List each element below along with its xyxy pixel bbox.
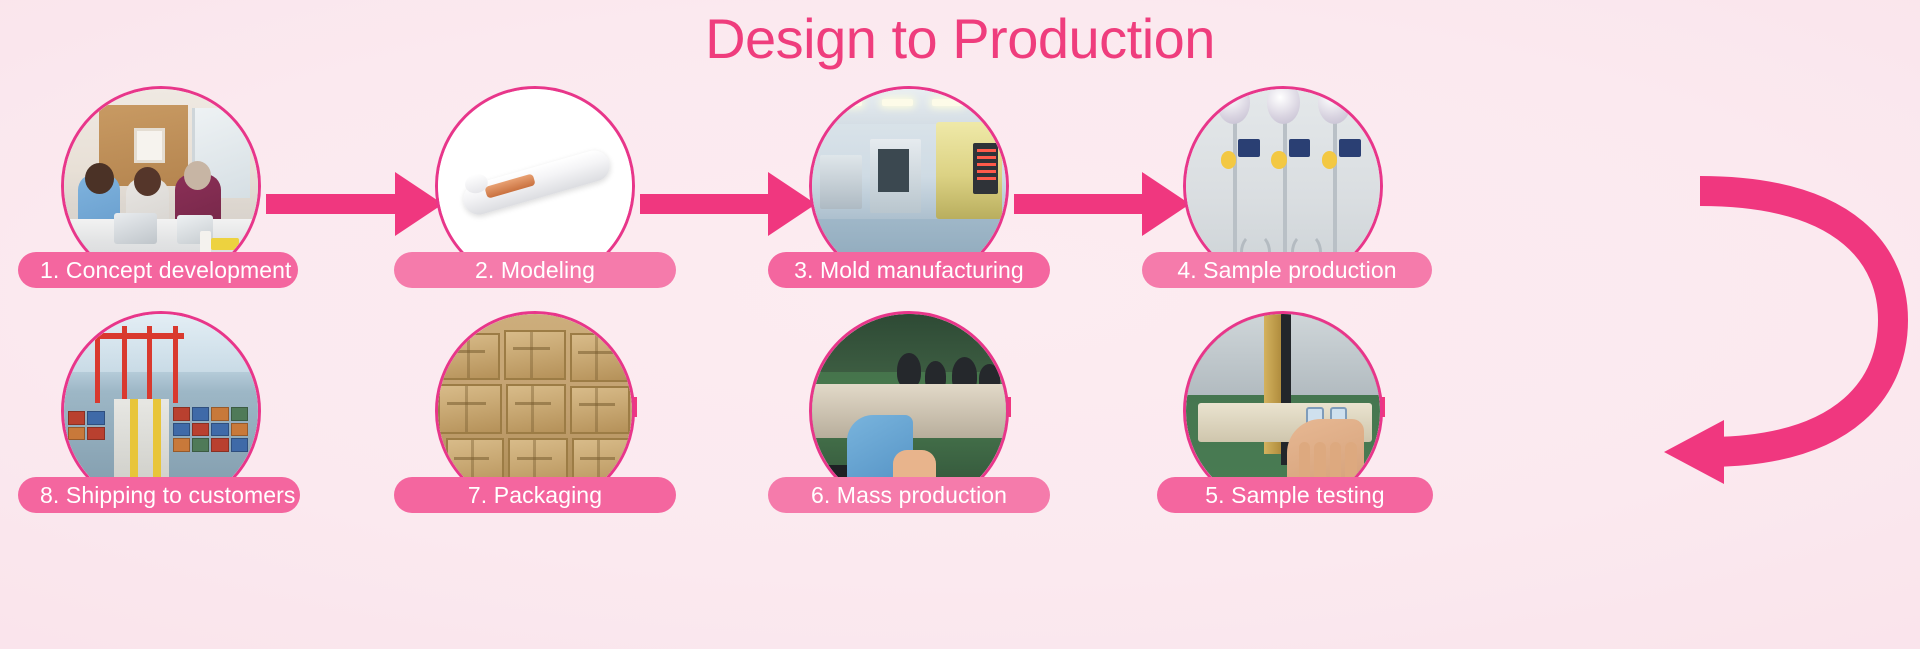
arrow-step-3-to-4: [1014, 172, 1190, 236]
arrow-step-1-to-2: [266, 172, 443, 236]
shipping-port-photo: [64, 314, 258, 508]
assembly-line-photo: [812, 314, 1006, 508]
step-6-label[interactable]: 6. Mass production: [768, 477, 1050, 513]
product-render-photo: [438, 89, 632, 283]
carton-stack-photo: [438, 314, 632, 508]
step-7-label[interactable]: 7. Packaging: [394, 477, 676, 513]
page-title: Design to Production: [705, 7, 1215, 70]
tensile-tester-photo: [1186, 314, 1380, 508]
step-8-label[interactable]: 8. Shipping to customers: [18, 477, 300, 513]
step-3-label[interactable]: 3. Mold manufacturing: [768, 252, 1050, 288]
step-1-label[interactable]: 1. Concept development: [18, 252, 298, 288]
step-4-label[interactable]: 4. Sample production: [1142, 252, 1432, 288]
step-5-label[interactable]: 5. Sample testing: [1157, 477, 1433, 513]
step-2-label[interactable]: 2. Modeling: [394, 252, 676, 288]
arrow-step-2-to-3: [640, 172, 816, 236]
arrow-step-4-to-5: [1664, 176, 1909, 484]
